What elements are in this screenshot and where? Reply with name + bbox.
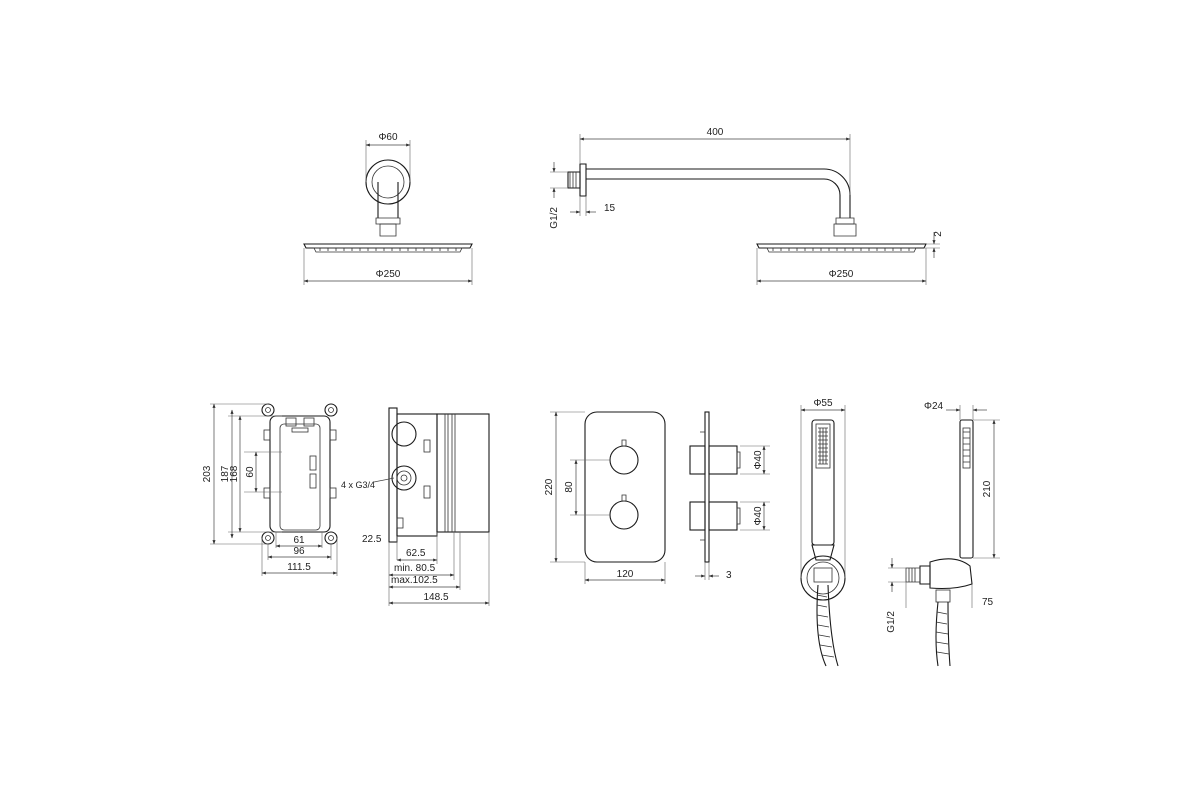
dim-holder-offset: 75 [982,597,994,608]
hand-shower-view: Φ55 [800,398,846,667]
nozzle-row [319,248,457,251]
valve-box-side-view: 4 x G3/4 22.5 62.5 min. 80.5 max.102.5 1… [341,407,490,606]
dim-plate-height: 220 [544,478,555,495]
dim-plate-thickness: 3 [726,570,732,581]
dim-handset-length: 210 [982,480,993,497]
dim-side-min: min. 80.5 [394,563,436,574]
dim-holder-thread: G1/2 [886,611,897,633]
dim-pipe-dia: Φ60 [378,132,398,143]
shower-head-front-view: Φ60 Φ250 [303,132,473,285]
dim-box-203: 203 [202,465,213,482]
dim-side-62: 62.5 [406,548,426,559]
dim-knob-bottom: Φ40 [753,506,764,526]
wall-holder-view: Φ24 210 G1/2 75 [886,401,1000,667]
dim-box-168: 168 [229,465,240,482]
dim-box-187: 187 [220,465,231,482]
dim-knob-top: Φ40 [753,450,764,470]
dim-box-96: 96 [293,546,305,557]
valve-box-front-view: 203 187 168 60 61 96 111.5 [202,403,338,576]
shower-head-side-view: 400 G1/2 15 2 Φ250 [549,127,944,285]
dim-side-max: max.102.5 [391,575,438,586]
dim-thickness: 2 [933,231,944,237]
label-ports: 4 x G3/4 [341,480,375,490]
dim-side-148: 148.5 [423,592,448,603]
dim-holder-dia: Φ24 [924,401,944,412]
dim-arm-length: 400 [707,127,724,138]
dim-box-60: 60 [245,466,256,478]
dim-head-dia: Φ250 [376,269,401,280]
dim-thread: G1/2 [549,207,560,229]
trim-plate-front-view: 220 80 120 [544,411,666,584]
dim-head-dia-side: Φ250 [829,269,854,280]
dim-plate-width: 120 [617,569,634,580]
dim-side-22: 22.5 [362,534,382,545]
dim-box-61: 61 [293,535,305,546]
trim-plate-side-view: Φ40 Φ40 3 [689,411,770,581]
dim-box-111: 111.5 [287,562,311,573]
dim-flange: 15 [604,203,616,214]
dim-knob-spacing: 80 [564,481,575,493]
dim-handset-dia: Φ55 [813,398,833,409]
